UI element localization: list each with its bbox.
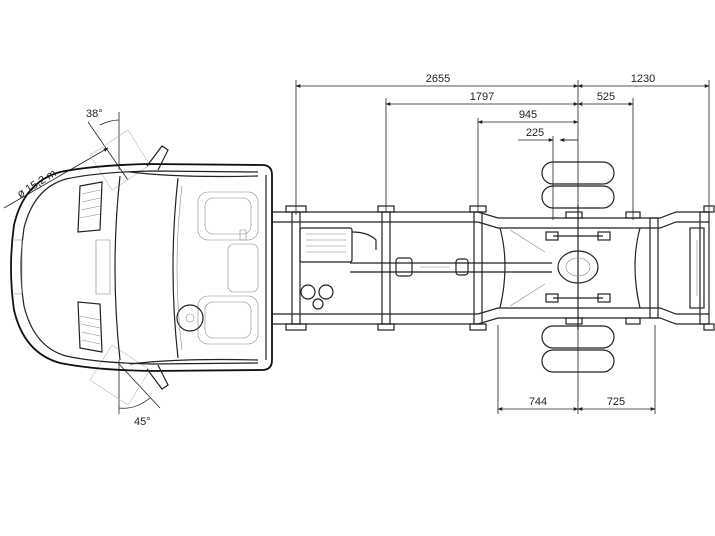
- angle-front: 38°: [86, 108, 103, 120]
- dim-725: 725: [607, 396, 625, 408]
- rear-axle: [545, 205, 611, 330]
- dim-525: 525: [597, 91, 615, 103]
- top-dimensions: 2655 1230 1797 525 945 225: [295, 73, 710, 230]
- angle-rear: 45°: [134, 416, 151, 428]
- rear-wheels-upper: [541, 161, 615, 209]
- rear-wheels-lower: [541, 325, 615, 373]
- dim-225: 225: [526, 127, 544, 139]
- dim-1230: 1230: [631, 73, 655, 85]
- driveline: [299, 227, 552, 310]
- turning-circle-annotation: ø 15,2 m: [3, 147, 109, 209]
- chassis-frame: [272, 205, 715, 331]
- dim-1797: 1797: [470, 91, 494, 103]
- dim-945: 945: [519, 109, 537, 121]
- cab-top-view: [10, 129, 273, 406]
- bottom-dimensions: 744 725: [497, 325, 656, 414]
- dim-2655: 2655: [426, 73, 450, 85]
- dim-744: 744: [529, 396, 547, 408]
